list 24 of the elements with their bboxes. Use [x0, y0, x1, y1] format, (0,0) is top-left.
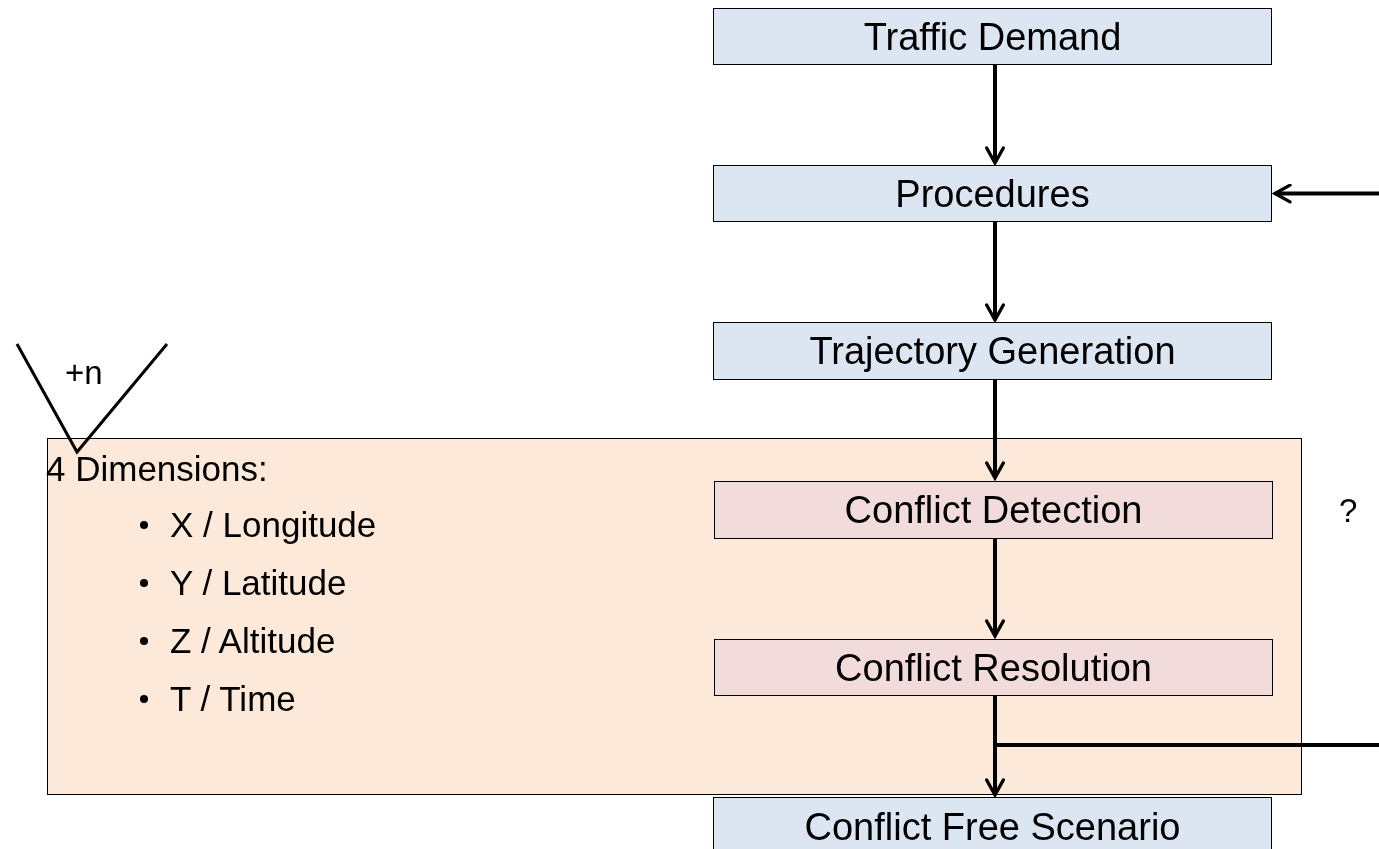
arrow [985, 65, 1005, 165]
box-label: Conflict Free Scenario [804, 808, 1181, 846]
box-label: Trajectory Generation [809, 332, 1176, 370]
process-box [713, 8, 1272, 65]
arrow [985, 222, 1005, 322]
list-item: Y / Latitude [170, 565, 347, 600]
box-label: Traffic Demand [863, 17, 1122, 56]
arrow [985, 538, 1005, 638]
question-mark-label: ? [1339, 494, 1358, 527]
arrow [985, 380, 1005, 480]
highlight-panel [47, 438, 1302, 795]
process-box [713, 797, 1272, 849]
process-box [713, 322, 1272, 380]
box-label: Procedures [895, 174, 1090, 213]
arrow [1273, 183, 1379, 204]
list-item: T / Time [170, 681, 296, 716]
list-item: X / Longitude [170, 507, 377, 542]
process-box [714, 481, 1273, 539]
box-label: Conflict Resolution [835, 648, 1152, 687]
list-item: Z / Altitude [170, 623, 336, 658]
process-box [713, 165, 1272, 222]
process-box [714, 639, 1273, 696]
box-label: Conflict Detection [844, 491, 1143, 529]
change-mark-label: +n [65, 356, 103, 389]
